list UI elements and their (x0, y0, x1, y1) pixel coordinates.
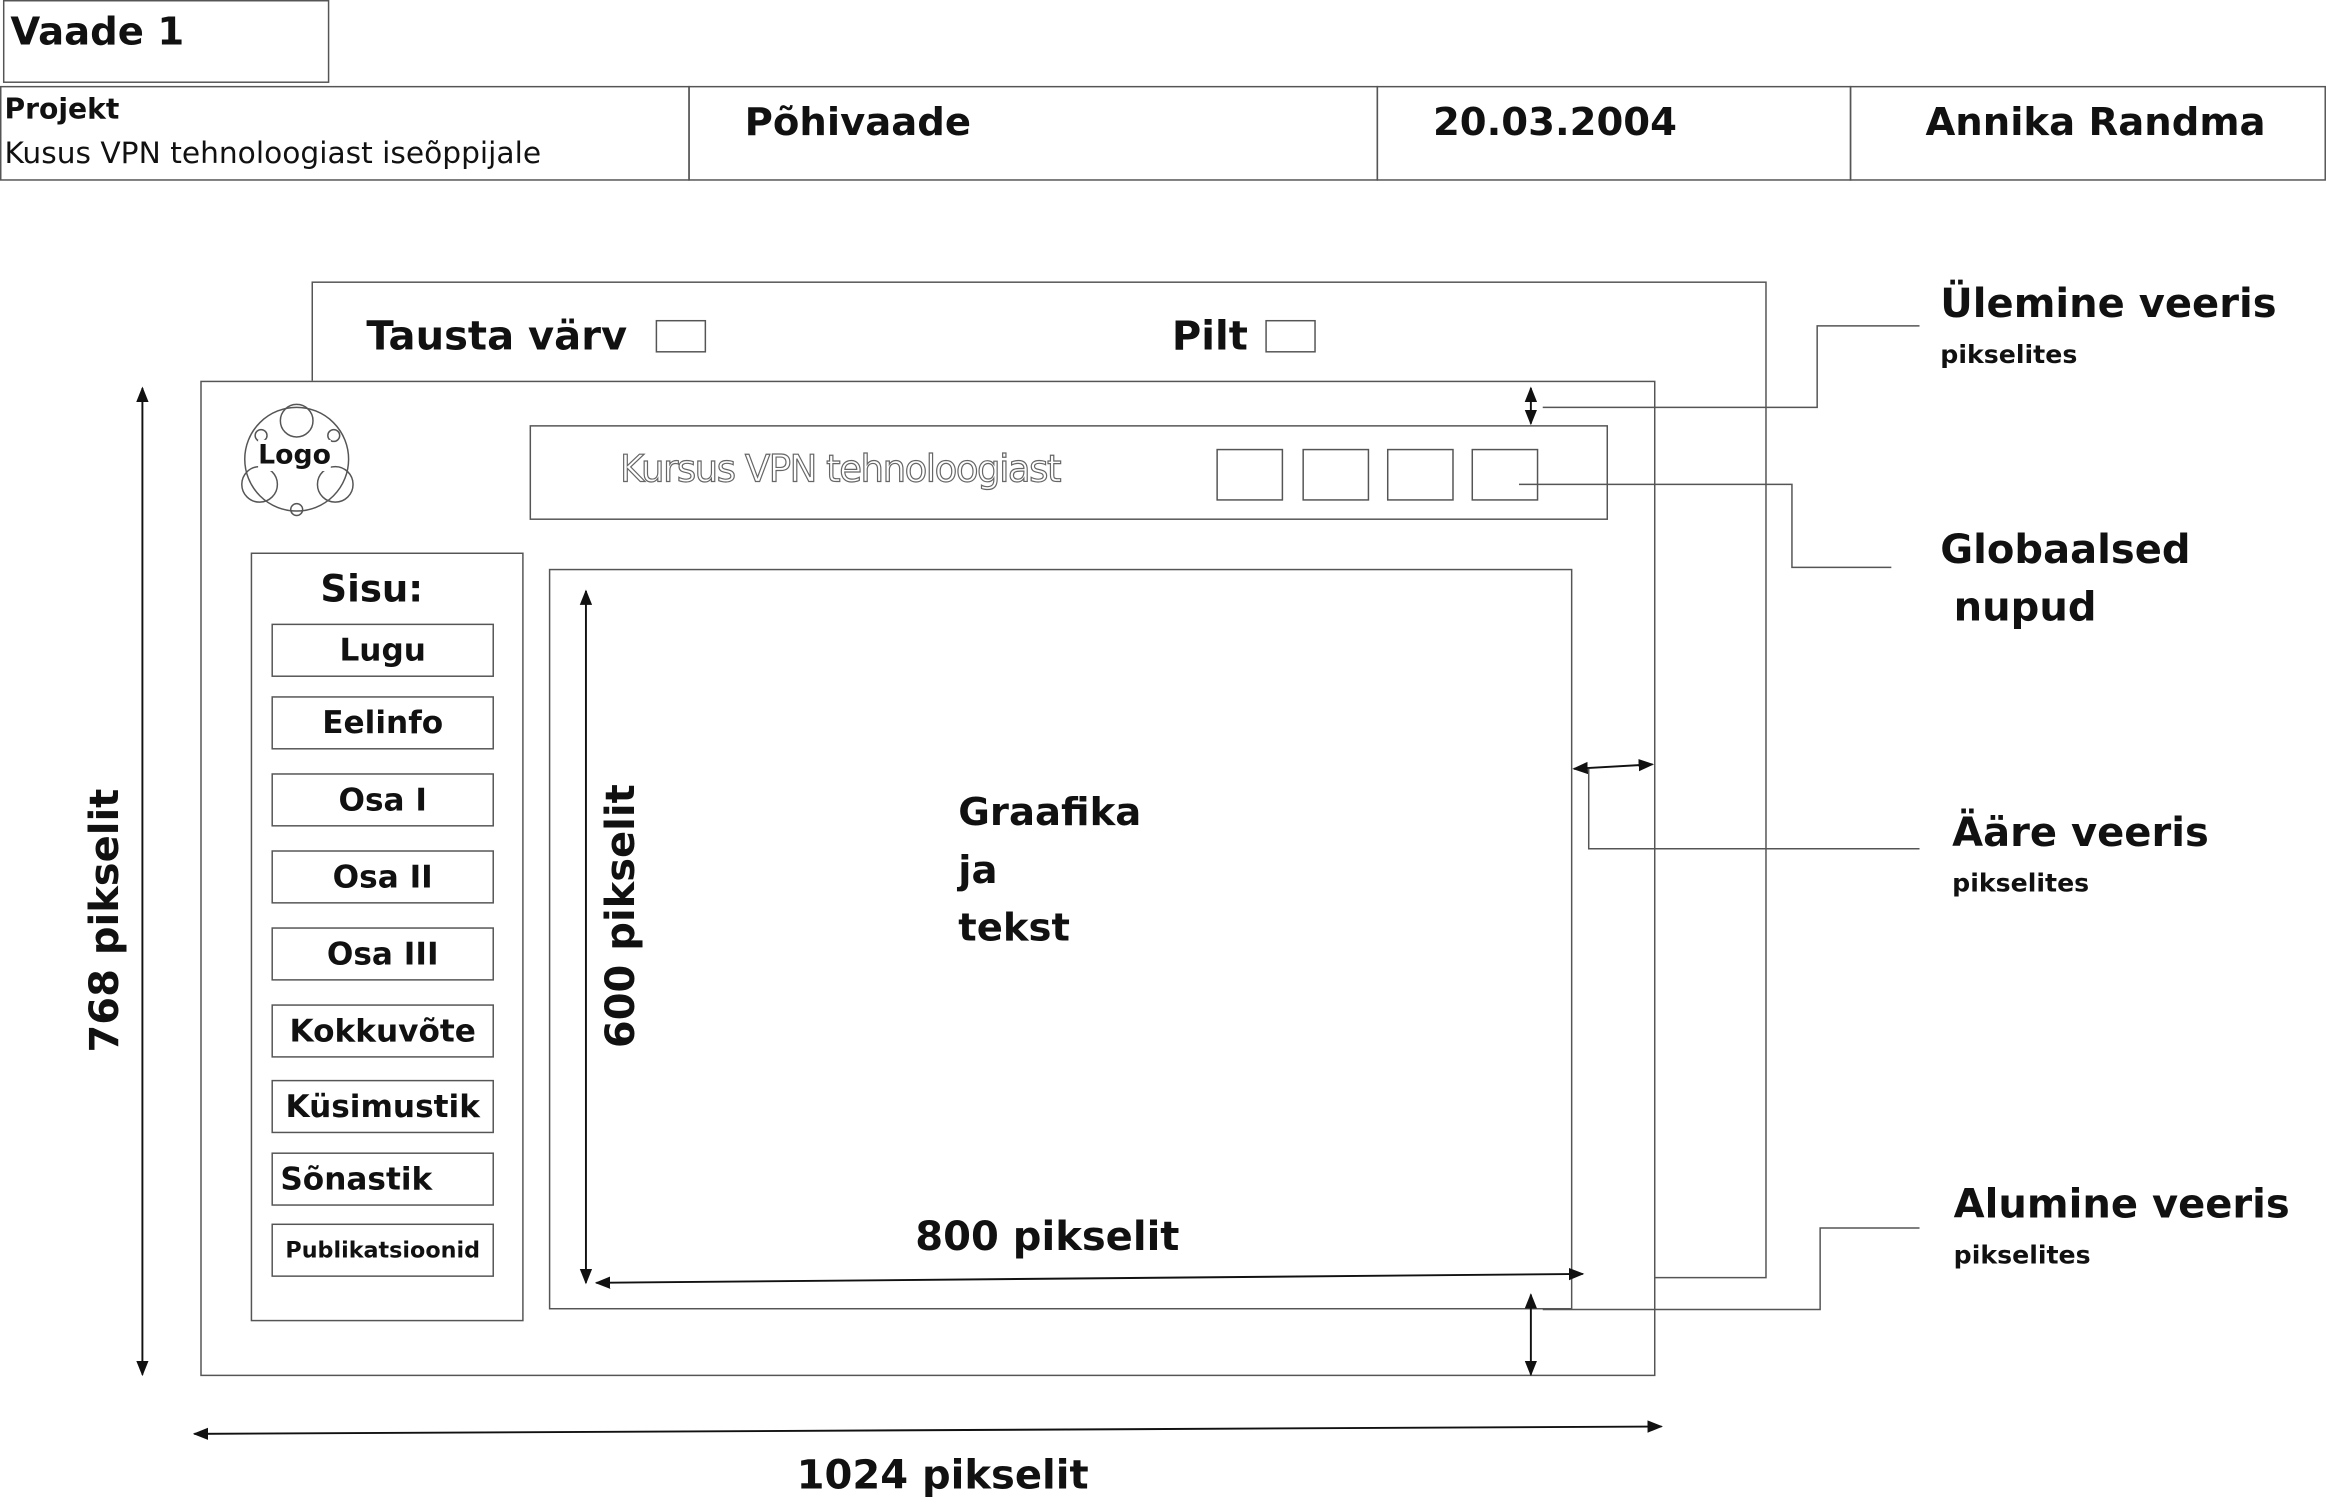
menu-item-eelinfo[interactable]: Eelinfo (271, 696, 494, 750)
menu-item-osa-1[interactable]: Osa I (271, 773, 494, 827)
background-image-label: Pilt (1171, 314, 1248, 360)
menu-title: Sisu: (320, 567, 424, 611)
date: 20.03.2004 (1432, 100, 1677, 146)
project-name: Kusus VPN tehnoloogiast iseõppijale (4, 134, 542, 171)
content-menu (250, 552, 524, 1322)
project-label: Projekt (4, 93, 120, 126)
logo-text: Logo (258, 439, 331, 472)
menu-item-osa-2[interactable]: Osa II (271, 850, 494, 904)
global-button-3[interactable] (1386, 448, 1454, 501)
global-buttons-label-1: Globaalsed (1940, 527, 2191, 574)
page-width-arrow (192, 1420, 1663, 1440)
background-image-swatch[interactable] (1265, 319, 1316, 353)
content-line-3: tekst (958, 906, 1070, 951)
top-margin-unit: pikselites (1940, 340, 2078, 371)
title-bar: Kursus VPN tehnoloogiast (529, 425, 1609, 520)
menu-item-publikatsioonid[interactable]: Publikatsioonid (271, 1223, 494, 1277)
author-cell: Annika Randma (1849, 85, 2326, 181)
global-button-4[interactable] (1471, 448, 1539, 501)
page-height-label: 768 pikselit (82, 788, 129, 1053)
page-width-label: 1024 pikselit (796, 1453, 1089, 1500)
global-button-2[interactable] (1302, 448, 1370, 501)
view-title-box: Vaade 1 (2, 0, 330, 83)
side-margin-unit: pikselites (1952, 869, 2090, 900)
view-name: Põhivaade (744, 100, 972, 146)
menu-item-osa-3[interactable]: Osa III (271, 927, 494, 981)
background-color-swatch[interactable] (655, 319, 707, 353)
page-frame (200, 380, 1656, 1377)
global-button-1[interactable] (1216, 448, 1284, 501)
menu-item-kokkuvote[interactable]: Kokkuvõte (271, 1004, 494, 1058)
content-line-1: Graafika (958, 791, 1142, 836)
content-line-2: ja (958, 848, 998, 894)
bottom-margin-label: Alumine veeris (1953, 1182, 2290, 1228)
leader-lines (1519, 325, 1920, 1311)
view-name-cell: Põhivaade (688, 85, 1379, 181)
bottom-margin-unit: pikselites (1953, 1241, 2091, 1271)
content-width-label: 800 pikselit (915, 1214, 1180, 1261)
project-cell: Projekt Kusus VPN tehnoloogiast iseõppij… (0, 85, 690, 181)
view-title: Vaade 1 (10, 10, 185, 55)
content-width-arrow (594, 1267, 1585, 1289)
course-title: Kursus VPN tehnoloogiast (619, 447, 1062, 491)
menu-item-sonastik[interactable]: Sõnastik (271, 1152, 494, 1206)
background-color-label: Tausta värv (366, 314, 628, 360)
menu-item-lugu[interactable]: Lugu (271, 623, 494, 677)
side-margin-arrow (1572, 758, 1655, 775)
author: Annika Randma (1925, 100, 2266, 146)
global-buttons-label-2: nupud (1953, 585, 2097, 632)
content-height-label: 600 pikselit (598, 784, 645, 1049)
side-margin-label: Ääre veeris (1952, 810, 2209, 857)
top-margin-label: Ülemine veeris (1940, 281, 2277, 328)
content-area (548, 568, 1573, 1310)
menu-item-kusimustik[interactable]: Küsimustik (271, 1079, 494, 1134)
